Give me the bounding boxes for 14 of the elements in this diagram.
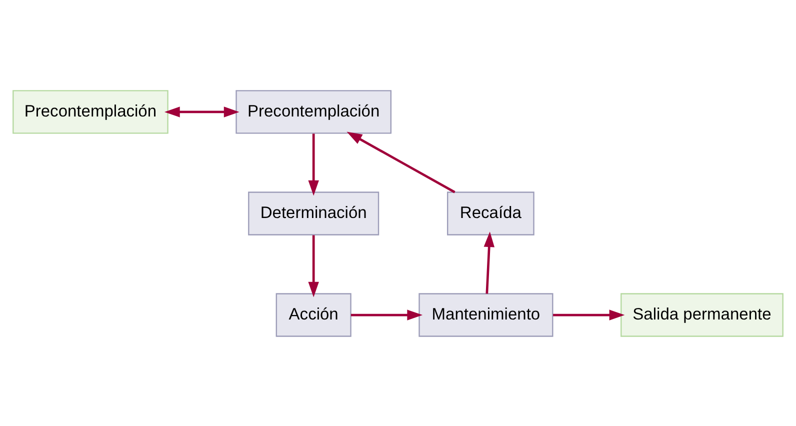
arrow [164,106,240,117]
arrow [346,131,456,193]
node-box: Precontemplación [236,90,392,134]
node-box: Precontemplación [12,90,168,134]
arrow [350,309,423,320]
node-box: Determinación [248,191,380,235]
node-box: Salida permanente [620,292,784,336]
node-box: Recaída [447,191,534,235]
arrow [553,309,625,320]
node-box: Mantenimiento [418,292,554,336]
arrow [484,231,495,294]
arrow [308,133,319,196]
node-box: Acción [276,292,352,336]
arrow [308,234,319,297]
